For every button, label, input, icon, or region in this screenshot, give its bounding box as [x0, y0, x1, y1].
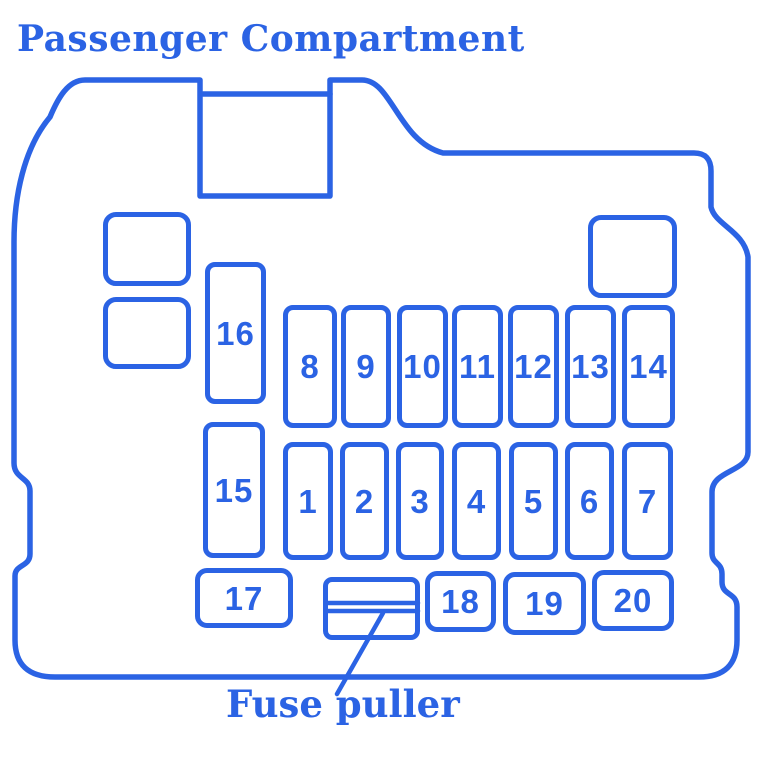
fuse-11-label: 11: [459, 348, 496, 385]
fuse-2-label: 2: [354, 482, 375, 520]
fuse-slot-11: 11: [452, 305, 503, 428]
relay-slot-top-left-lower: [103, 297, 191, 369]
fuse-3-label: 3: [410, 482, 430, 520]
fuse-slot-10: 10: [397, 305, 448, 428]
fuse-slot-13: 13: [565, 305, 616, 428]
relay-slot-top-right: [588, 215, 677, 298]
fuse-16-label: 16: [216, 314, 255, 352]
fuse-slot-20: 20: [592, 570, 674, 631]
fuse-6-label: 6: [579, 482, 600, 520]
fuse-14-label: 14: [629, 348, 668, 385]
fuse-5-label: 5: [523, 482, 544, 520]
fuse-9-label: 9: [356, 348, 376, 385]
fuse-slot-4: 4: [452, 442, 501, 560]
fuse-10-label: 10: [403, 348, 442, 385]
fuse-19-label: 19: [525, 585, 564, 622]
fuse-20-label: 20: [613, 582, 653, 619]
fuse-puller-tool: [323, 577, 420, 640]
fuse-17-label: 17: [224, 579, 264, 617]
fuse-puller-caption: Fuse puller: [226, 682, 460, 726]
fuse-slot-18: 18: [425, 571, 496, 632]
fuse-4-label: 4: [466, 482, 487, 520]
fuse-slot-2: 2: [340, 442, 389, 560]
fuse-slot-1: 1: [283, 442, 333, 560]
fuse-7-label: 7: [637, 482, 658, 520]
fuse-18-label: 18: [441, 583, 480, 620]
fuse-8-label: 8: [300, 348, 320, 385]
fuse-puller-pointer-line: [334, 610, 386, 697]
relay-slot-top-left-upper: [103, 212, 191, 286]
fuse-12-label: 12: [514, 348, 553, 385]
fuse-slot-7: 7: [622, 442, 673, 560]
fuse-slot-3: 3: [396, 442, 444, 560]
fuse-slot-6: 6: [565, 442, 614, 560]
fuse-slot-16: 16: [205, 262, 266, 404]
fuse-slot-9: 9: [341, 305, 391, 428]
diagram-title: Passenger Compartment: [17, 18, 525, 60]
fuse-15-label: 15: [214, 471, 254, 509]
fuse-box-outline: [11, 77, 751, 680]
fuse-slot-15: 15: [203, 422, 265, 558]
fuse-slot-19: 19: [503, 572, 586, 635]
fuse-slot-5: 5: [509, 442, 558, 560]
fuse-1-label: 1: [298, 482, 318, 520]
fuse-slot-14: 14: [622, 305, 675, 428]
fuse-13-label: 13: [571, 348, 610, 385]
fuse-slot-12: 12: [508, 305, 559, 428]
fuse-slot-17: 17: [195, 568, 293, 628]
fuse-slot-8: 8: [283, 305, 337, 428]
